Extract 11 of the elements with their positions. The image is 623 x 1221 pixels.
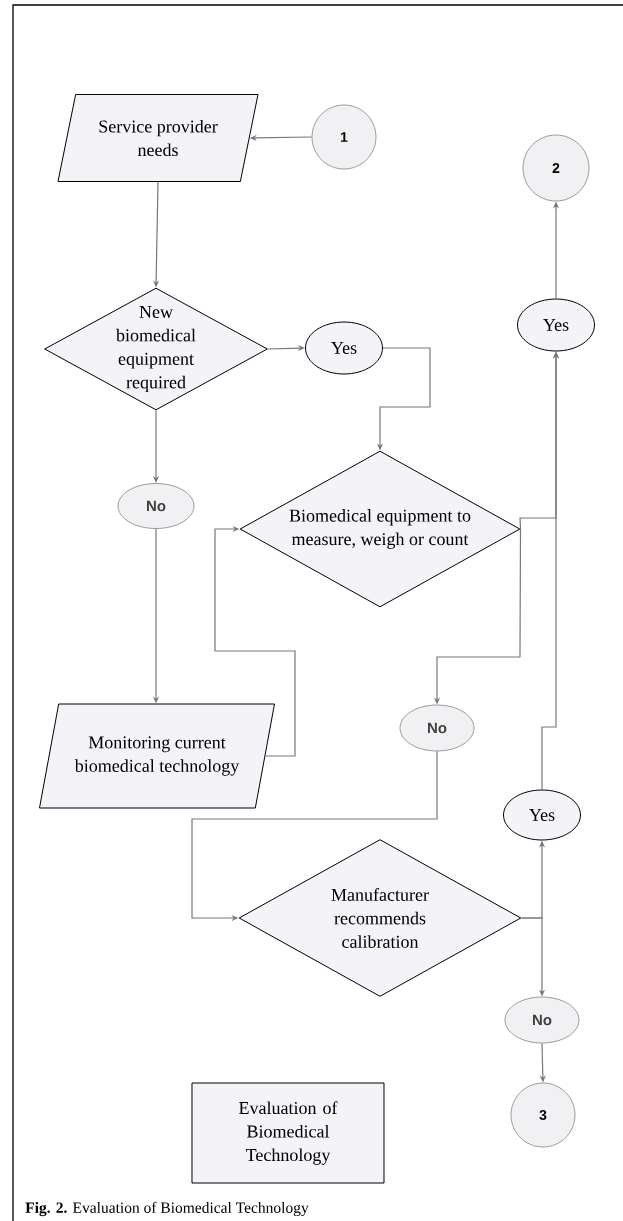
caption: Fig. 2. Evaluation of Biomedical Technology [25, 1201, 309, 1217]
input-parallelogram: Service provider needs [57, 94, 259, 182]
yes-oval: Yes [517, 298, 595, 352]
no-oval: No [504, 996, 580, 1044]
yes-oval: Yes [305, 321, 383, 375]
title-box: Evaluation of Biomedical Technology [191, 1082, 385, 1184]
arrow [214, 525, 296, 757]
no-oval: No [399, 704, 475, 752]
input-parallelogram: Monitoring current biomedical technology [39, 703, 275, 809]
no-oval: No [117, 483, 195, 529]
yes-oval: Yes [503, 789, 581, 841]
